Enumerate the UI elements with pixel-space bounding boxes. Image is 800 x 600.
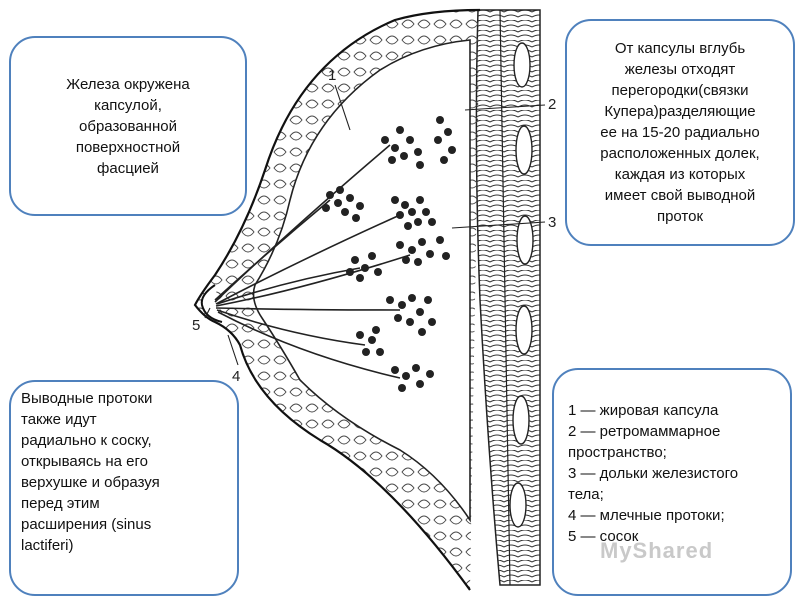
figure-label-2: 2 — [548, 96, 556, 113]
figure-label-3: 3 — [548, 214, 556, 231]
legend-box: 1 — жировая капсула 2 — ретромаммарное п… — [552, 368, 792, 596]
legend-item-1: 1 — жировая капсула — [568, 400, 778, 421]
figure-label-4: 4 — [232, 368, 240, 385]
legend-item-2: 2 — ретромаммарное пространство; — [568, 421, 778, 463]
figure-label-5: 5 — [192, 317, 200, 334]
legend-item-3: 3 — дольки железистого тела; — [568, 463, 778, 505]
ducts-callout: Выводные протоки также идут радиально к … — [9, 380, 239, 596]
ducts-callout-text: Выводные протоки также идут радиально к … — [21, 388, 227, 556]
septa-callout: От капсулы вглубь железы отходят перегор… — [565, 19, 795, 246]
capsule-callout: Железа окружена капсулой, образованной п… — [9, 36, 247, 216]
pectoral-muscle — [476, 10, 540, 585]
legend-item-4: 4 — млечные протоки; — [568, 505, 778, 526]
figure-label-1: 1 — [328, 67, 336, 84]
septa-callout-text: От капсулы вглубь железы отходят перегор… — [600, 38, 760, 227]
legend-item-5: 5 — сосок — [568, 526, 778, 547]
capsule-callout-text: Железа окружена капсулой, образованной п… — [66, 74, 189, 179]
